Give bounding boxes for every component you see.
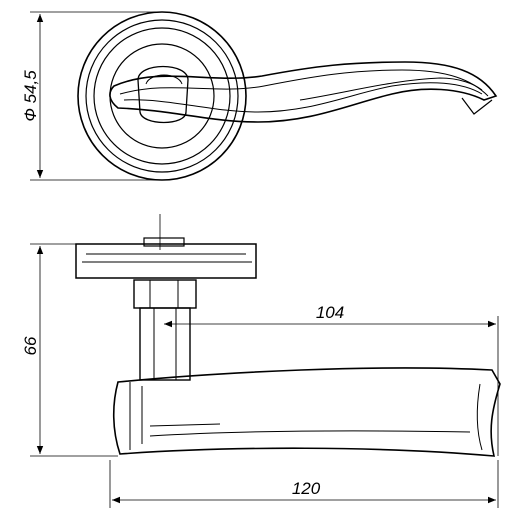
neck-shaft — [139, 307, 191, 381]
rosette-ring-2 — [85, 19, 239, 173]
lever-tip-line — [476, 383, 483, 451]
rosette-outer-ring — [77, 11, 247, 181]
lever-inlay-line — [149, 423, 221, 427]
side-view: 66 104 120 — [21, 214, 501, 508]
diameter-label: Ф 54,5 — [21, 70, 40, 122]
lever-groove-side — [149, 430, 471, 437]
rosette-plate — [75, 243, 257, 279]
rosette-ring-3 — [93, 27, 231, 165]
lever-groove-accent — [299, 77, 483, 101]
lever-outline-top — [109, 61, 498, 123]
rosette-inner-ring — [109, 43, 215, 149]
neck-top-view — [137, 65, 189, 124]
height-label: 66 — [21, 336, 40, 355]
spindle-cap — [143, 237, 185, 247]
lever-body-side — [112, 367, 501, 457]
lever-tip-bevel — [461, 97, 493, 115]
reach-label: 104 — [316, 303, 344, 322]
neck-inner-line — [145, 74, 183, 85]
lever-groove-lower — [123, 82, 483, 113]
lever-groove-upper — [119, 69, 489, 97]
neck-collar — [133, 279, 197, 309]
length-label: 120 — [292, 479, 321, 498]
top-view: Ф 54,5 — [21, 11, 498, 181]
